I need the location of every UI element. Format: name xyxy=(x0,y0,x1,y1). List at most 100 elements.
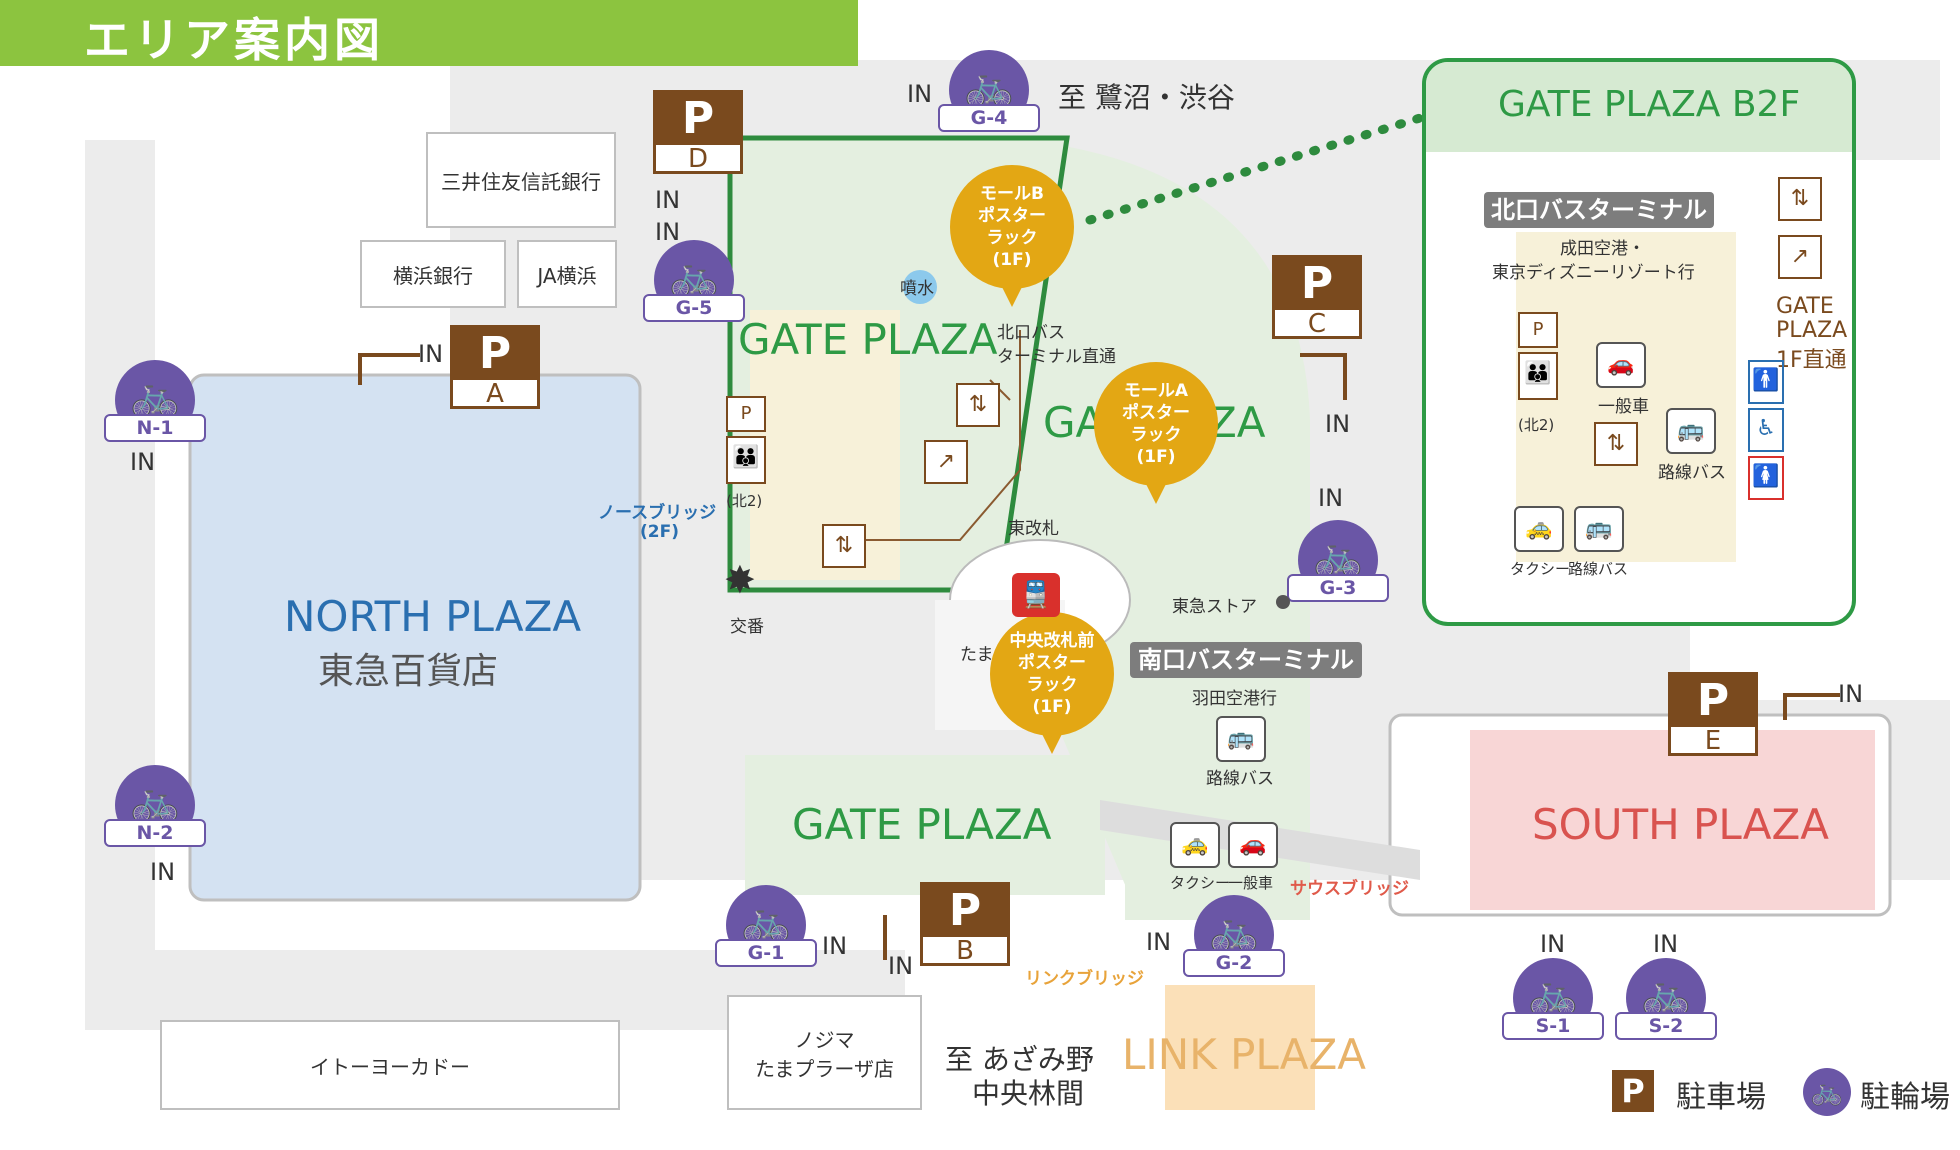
south-bridge-label: サウスブリッジ xyxy=(1290,879,1409,899)
inset-dest-line1: 成田空港・ xyxy=(1560,239,1645,259)
bike-label: S-2 xyxy=(1615,1012,1717,1040)
tama-label: たま xyxy=(960,645,994,665)
car-icon: 🚗 xyxy=(1228,822,1278,868)
bike-label: G-3 xyxy=(1287,574,1389,602)
north-plaza-store: 東急百貨店 xyxy=(318,651,499,692)
title-banner xyxy=(0,0,858,66)
in-label: IN xyxy=(655,186,681,214)
inset-direct-line2: PLAZA xyxy=(1776,318,1848,343)
koban-label: 交番 xyxy=(730,617,764,637)
direction-south-line2: 中央林間 xyxy=(972,1077,1085,1110)
legend-bike-label: 駐輪場 xyxy=(1860,1080,1950,1115)
in-label: IN xyxy=(130,448,156,476)
bike-label: G-2 xyxy=(1183,949,1285,977)
kita2-label: (北2) xyxy=(726,492,763,510)
direction-north: 至 鷺沼・渋谷 xyxy=(1058,81,1235,114)
building-nojima: ノジマ たまプラーザ店 xyxy=(727,995,922,1110)
building-nojima-line1: ノジマ xyxy=(794,1027,855,1052)
building-itoyokado: イトーヨーカドー xyxy=(160,1020,620,1110)
in-label: IN xyxy=(655,218,681,246)
legend-parking-label: 駐車場 xyxy=(1676,1080,1766,1115)
poster-line: ラック xyxy=(1026,675,1078,695)
poster-rack-central: 中央改札前ポスターラック(1F) xyxy=(990,612,1114,754)
tokyu-store-label: 東急ストア xyxy=(1172,597,1257,617)
parking-symbol: P xyxy=(1671,675,1755,727)
in-label: IN xyxy=(1318,484,1344,512)
inset-kita2: (北2) xyxy=(1518,416,1555,434)
in-label: IN xyxy=(822,932,848,960)
elevator-icon: ⇅ xyxy=(1594,422,1638,466)
bike-label: G-4 xyxy=(938,104,1040,132)
legend-bicycle-icon: 🚲 xyxy=(1803,1068,1851,1116)
poster-line: ポスター xyxy=(978,206,1046,226)
in-label: IN xyxy=(1540,930,1566,958)
parking-label: E xyxy=(1704,726,1722,756)
elevator-icon: 👪 xyxy=(726,436,766,484)
bike-label: N-1 xyxy=(104,414,206,442)
poster-line: (1F) xyxy=(1032,697,1072,717)
in-label: IN xyxy=(150,858,176,886)
legend-parking: P xyxy=(1612,1070,1654,1112)
parking-label: D xyxy=(687,144,709,174)
escalator-icon: ↗ xyxy=(924,440,968,484)
bike-label: N-2 xyxy=(104,819,206,847)
taxi-icon: 🚕 xyxy=(1170,822,1220,868)
link-bridge-label: リンクブリッジ xyxy=(1025,969,1144,989)
parking-symbol: P xyxy=(453,328,537,380)
taxi-label: タクシー xyxy=(1170,874,1231,892)
bike-label: G-1 xyxy=(715,939,817,967)
haneda-label: 羽田空港行 xyxy=(1192,689,1277,709)
bike-parking-g5: 🚲G-5 xyxy=(643,240,745,336)
inset-direct-line3: 1F直通 xyxy=(1776,348,1847,373)
kitaguchi-bus-line1: 北口バス xyxy=(997,323,1065,343)
poster-line: (1F) xyxy=(1136,447,1176,467)
bike-parking-g4: 🚲G-4 xyxy=(938,50,1040,146)
elevator-icon: ⇅ xyxy=(1778,177,1822,221)
poster-line: ラック xyxy=(1130,425,1182,445)
inset-b2f: GATE PLAZA B2F 北口バスターミナル 成田空港・ 東京ディズニーリゾ… xyxy=(1422,58,1856,626)
building-nojima-line2: たまプラーザ店 xyxy=(755,1056,894,1081)
north-plaza-name: NORTH PLAZA xyxy=(284,592,582,641)
building-mitsui: 三井住友信託銀行 xyxy=(426,132,616,228)
inset-terminal-label: 北口バスターミナル xyxy=(1484,192,1714,228)
east-gate-label: 東改札 xyxy=(1008,519,1059,539)
inset-title: GATE PLAZA B2F xyxy=(1498,84,1801,125)
parking-d-small: P xyxy=(1518,312,1558,348)
gate-plaza-bottom-name: GATE PLAZA xyxy=(792,800,1052,849)
direction-south-line1: 至 あざみ野 xyxy=(945,1043,1094,1076)
bus-icon: 🚌 xyxy=(1666,408,1716,454)
fountain-label: 噴水 xyxy=(900,279,934,299)
inset-title-bar xyxy=(1426,62,1852,152)
inset-route: 路線バス xyxy=(1658,463,1726,483)
building-yokohama: 横浜銀行 xyxy=(360,240,506,308)
bike-parking-g3: 🚲G-3 xyxy=(1287,520,1389,616)
inset-taxi: タクシー xyxy=(1510,560,1571,578)
taxi-icon: 🚕 xyxy=(1514,506,1564,552)
bike-parking-n1: 🚲N-1 xyxy=(104,360,206,456)
route-bus-label: 路線バス xyxy=(1206,769,1274,789)
elevator-icon: 👪 xyxy=(1518,352,1558,400)
in-label: IN xyxy=(418,340,444,368)
train-icon: 🚆 xyxy=(1012,573,1060,617)
bike-parking-s1: 🚲S-1 xyxy=(1502,958,1604,1054)
parking-symbol: P xyxy=(1275,258,1359,310)
north-bridge-floor: (2F) xyxy=(640,522,679,542)
gate-plaza-top-name: GATE PLAZA xyxy=(738,315,998,364)
elevator-icon: ⇅ xyxy=(956,383,1000,427)
in-label: IN xyxy=(1146,928,1172,956)
fountain-marker xyxy=(903,270,937,304)
in-label: IN xyxy=(1838,680,1864,708)
parking-label: A xyxy=(486,379,504,409)
in-label: IN xyxy=(907,80,933,108)
parking-symbol: P xyxy=(923,885,1007,937)
car-icon: 🚗 xyxy=(1596,342,1646,388)
poster-line: ラック xyxy=(986,228,1038,248)
bike-parking-n2: 🚲N-2 xyxy=(104,765,206,861)
poster-line: モールA xyxy=(1123,381,1189,401)
